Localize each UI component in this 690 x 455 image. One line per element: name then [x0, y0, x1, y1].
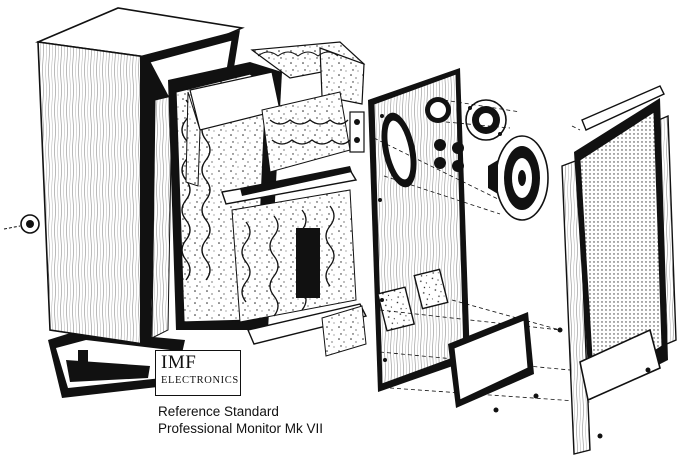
top-foam-pad — [250, 41, 366, 105]
front-baffle — [368, 68, 470, 392]
brand-logo: IMF ELECTRONICS — [155, 350, 241, 396]
brand-subtitle: ELECTRONICS — [161, 375, 239, 386]
grille-panel — [574, 98, 668, 402]
stand — [48, 330, 185, 398]
foam-wedges — [231, 91, 367, 357]
plinth-strip — [448, 312, 651, 439]
brand-name: IMF — [161, 352, 197, 373]
crossover-strip — [349, 111, 365, 153]
tweeter — [465, 99, 507, 141]
assembly-guides — [373, 99, 591, 403]
caption-line-1: Reference Standard — [158, 404, 279, 419]
caption-line-2: Professional Monitor Mk VII — [158, 421, 324, 436]
midrange-driver — [488, 135, 549, 221]
